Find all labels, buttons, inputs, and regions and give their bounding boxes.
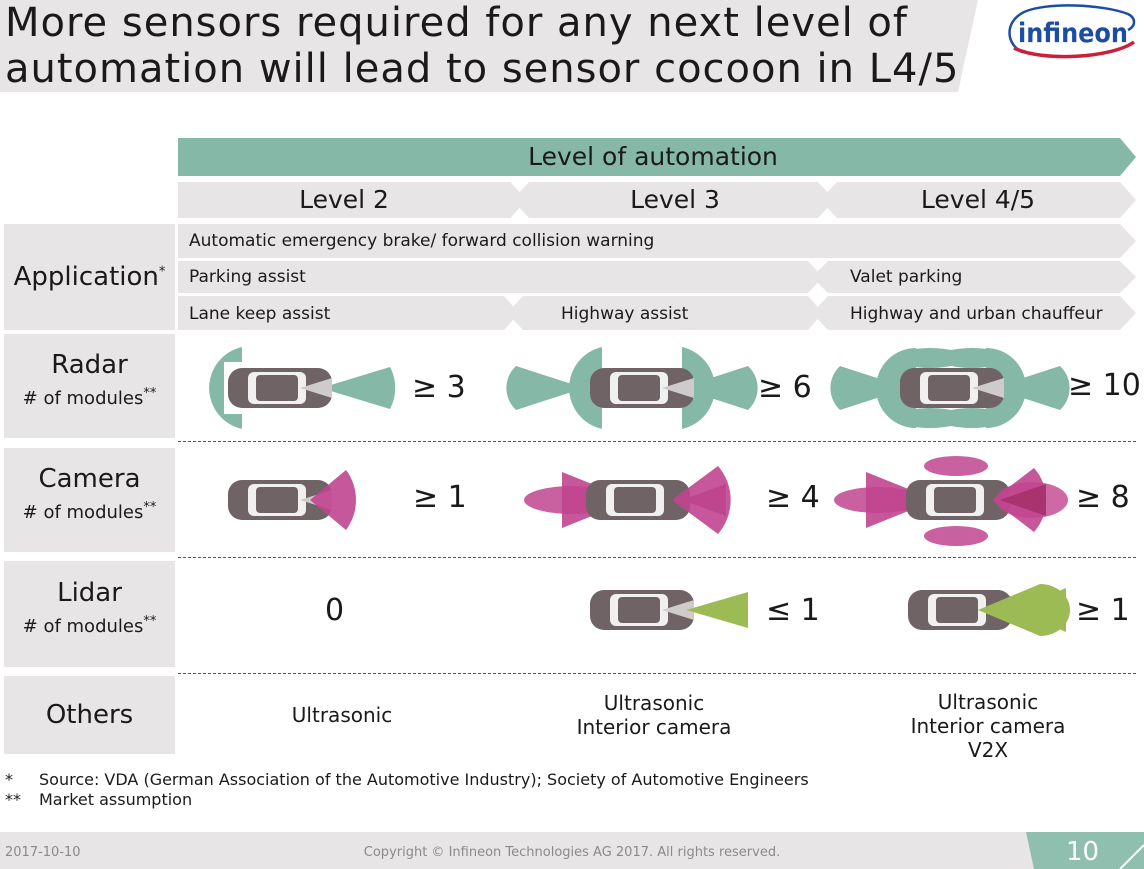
others-level45: Ultrasonic Interior camera V2X [910,690,1066,762]
camera-level45-count: ≥ 8 [1076,480,1130,515]
lidar-label-name: Lidar [57,578,122,608]
row-divider [178,673,1136,674]
slide-title-line2: automation will lead to sensor cocoon in… [5,46,960,92]
app-aeb: Automatic emergency brake/ forward colli… [189,231,655,251]
radar-level45-illustration [830,348,1070,428]
radar-level3-illustration [506,347,758,429]
level-3-header: Level 3 [630,185,720,214]
slide-title-line1: More sensors required for any next level… [5,0,908,46]
app-valet-parking: Valet parking [850,267,963,287]
lidar-level3-illustration [590,590,748,630]
radar-label: Radar # of modules** [4,334,175,438]
level-2-header: Level 2 [299,185,389,214]
camera-level3-count: ≥ 4 [766,480,820,515]
camera-level2-illustration [228,470,356,530]
app-highway-assist: Highway assist [561,304,689,324]
footer-copyright: Copyright © Infineon Technologies AG 201… [363,845,781,860]
radar-level2-illustration [209,347,396,429]
lidar-level2-count: 0 [325,593,345,628]
footnote-source: *Source: VDA (German Association of the … [5,770,809,789]
app-parking-assist: Parking assist [189,267,306,287]
radar-level2-count: ≥ 3 [412,370,466,405]
radar-level45-count: ≥ 10 [1068,368,1141,403]
app-chauffeur: Highway and urban chauffeur [850,304,1103,324]
car-icon [590,590,694,630]
infineon-logo: infineon [1008,4,1136,59]
slide-title: More sensors required for any next level… [5,0,959,92]
car-icon [228,368,332,408]
others-label: Others [4,676,175,754]
lidar-label: Lidar # of modules** [4,561,175,667]
footer-date: 2017-10-10 [5,845,81,860]
automation-header: Level of automation [528,142,778,171]
car-icon [900,368,1004,408]
car-icon [908,590,1012,630]
camera-label-name: Camera [38,464,141,494]
car-icon [586,480,690,520]
camera-level45-illustration [834,456,1068,546]
lidar-level3-count: ≤ 1 [766,593,820,628]
car-icon [906,480,1010,520]
lidar-level45-count: ≥ 1 [1076,593,1130,628]
camera-level2-count: ≥ 1 [413,480,467,515]
footnote-market: **Market assumption [5,790,193,809]
row-divider [178,441,1136,442]
level-45-header: Level 4/5 [920,185,1036,214]
radar-label-name: Radar [51,350,128,380]
others-level3: Ultrasonic Interior camera [576,691,732,739]
app-lane-keep: Lane keep assist [189,304,331,324]
camera-label: Camera # of modules** [4,448,175,552]
others-level2: Ultrasonic [291,703,393,727]
car-icon [590,368,694,408]
radar-level3-count: ≥ 6 [758,370,812,405]
page-number: 10 [1066,837,1100,867]
camera-level3-illustration [524,466,731,534]
lidar-level45-illustration [908,584,1070,636]
row-divider [178,557,1136,558]
svg-text:infineon: infineon [1018,18,1128,49]
application-label: Application* [4,224,175,330]
